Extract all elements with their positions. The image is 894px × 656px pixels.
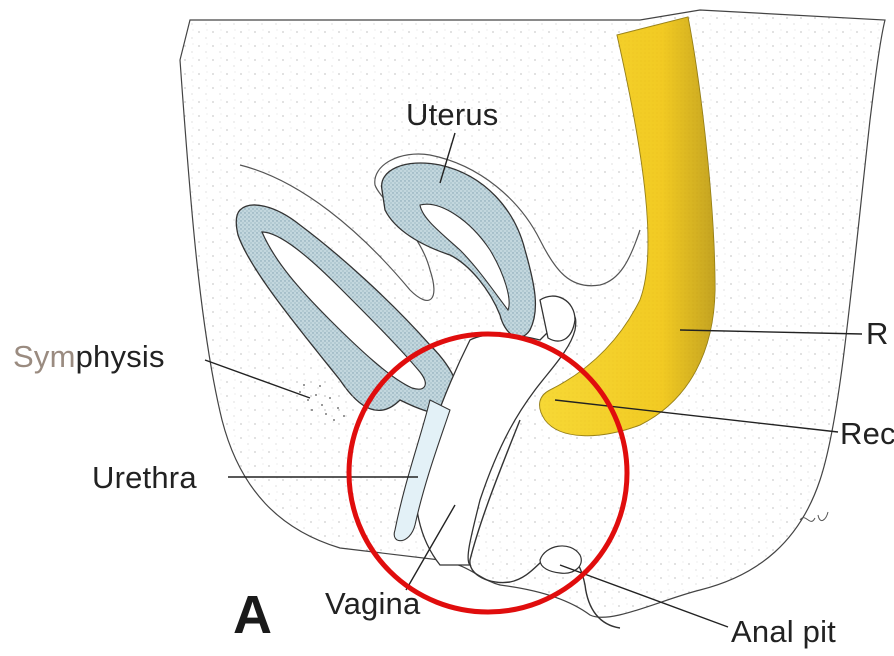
label-recto-cut: Rec	[840, 418, 894, 449]
label-anal-pit: Anal pit	[731, 616, 836, 647]
label-uterus: Uterus	[406, 99, 499, 130]
label-symphysis-rest: physis	[76, 339, 165, 374]
label-urethra: Urethra	[92, 462, 197, 493]
label-vagina: Vagina	[325, 588, 420, 619]
label-symphysis-prefix: Sym	[13, 339, 76, 374]
symphysis-stipple	[278, 372, 358, 428]
label-symphysis: Symphysis	[13, 341, 165, 372]
panel-letter: A	[233, 588, 272, 642]
label-rectum-cut: R	[866, 318, 889, 349]
